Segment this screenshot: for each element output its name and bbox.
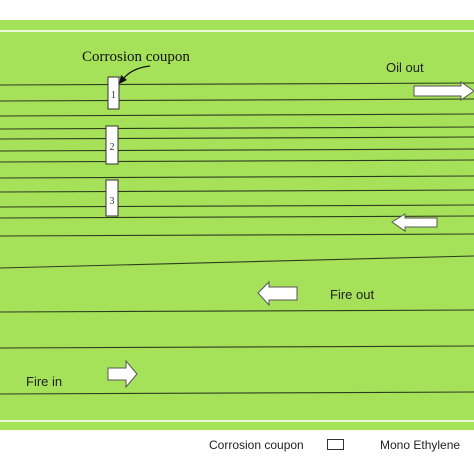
tube-line	[0, 215, 474, 219]
tube-line	[0, 113, 474, 117]
tube-line	[0, 175, 474, 179]
coupon-2: 2	[105, 125, 119, 165]
tube-line	[0, 98, 474, 102]
coupon-3-label: 3	[110, 196, 115, 207]
fire-out-label: Fire out	[330, 287, 374, 302]
tube-line	[0, 159, 474, 163]
tube-line	[0, 204, 474, 208]
fire-in-label: Fire in	[26, 374, 62, 389]
coupon-1-label: 1	[111, 90, 116, 101]
coupon-callout-label: Corrosion coupon	[82, 49, 190, 65]
tube-line	[0, 345, 474, 349]
tube-line	[0, 255, 474, 269]
tube-line	[0, 126, 474, 130]
tube-line	[0, 82, 474, 86]
block-arrow-icon	[257, 280, 298, 307]
tube-lines	[0, 82, 474, 395]
block-arrow-icon	[391, 213, 438, 232]
tube-line	[0, 233, 474, 237]
tube-line	[0, 309, 474, 313]
tube-line	[0, 148, 474, 152]
coupon-1: 1	[107, 76, 120, 110]
tube-line	[0, 189, 474, 193]
curved-arrow-icon	[122, 65, 151, 80]
legend-coupon-swatch	[327, 439, 344, 450]
oil-out-label: Oil out	[386, 60, 424, 75]
legend-fluid-label: Mono Ethylene	[380, 438, 461, 452]
curved-arrow-head	[119, 75, 127, 84]
coupon-3: 3	[105, 179, 119, 217]
panel-background	[0, 20, 474, 430]
tube-line	[0, 136, 474, 140]
block-arrow-icon	[413, 81, 474, 101]
block-arrow-icon	[107, 359, 138, 389]
legend: Corrosion coupon Mono Ethylene	[0, 436, 474, 460]
coupon-2-label: 2	[110, 142, 115, 153]
tube-line	[0, 391, 474, 395]
legend-coupon-label: Corrosion coupon	[209, 438, 304, 452]
